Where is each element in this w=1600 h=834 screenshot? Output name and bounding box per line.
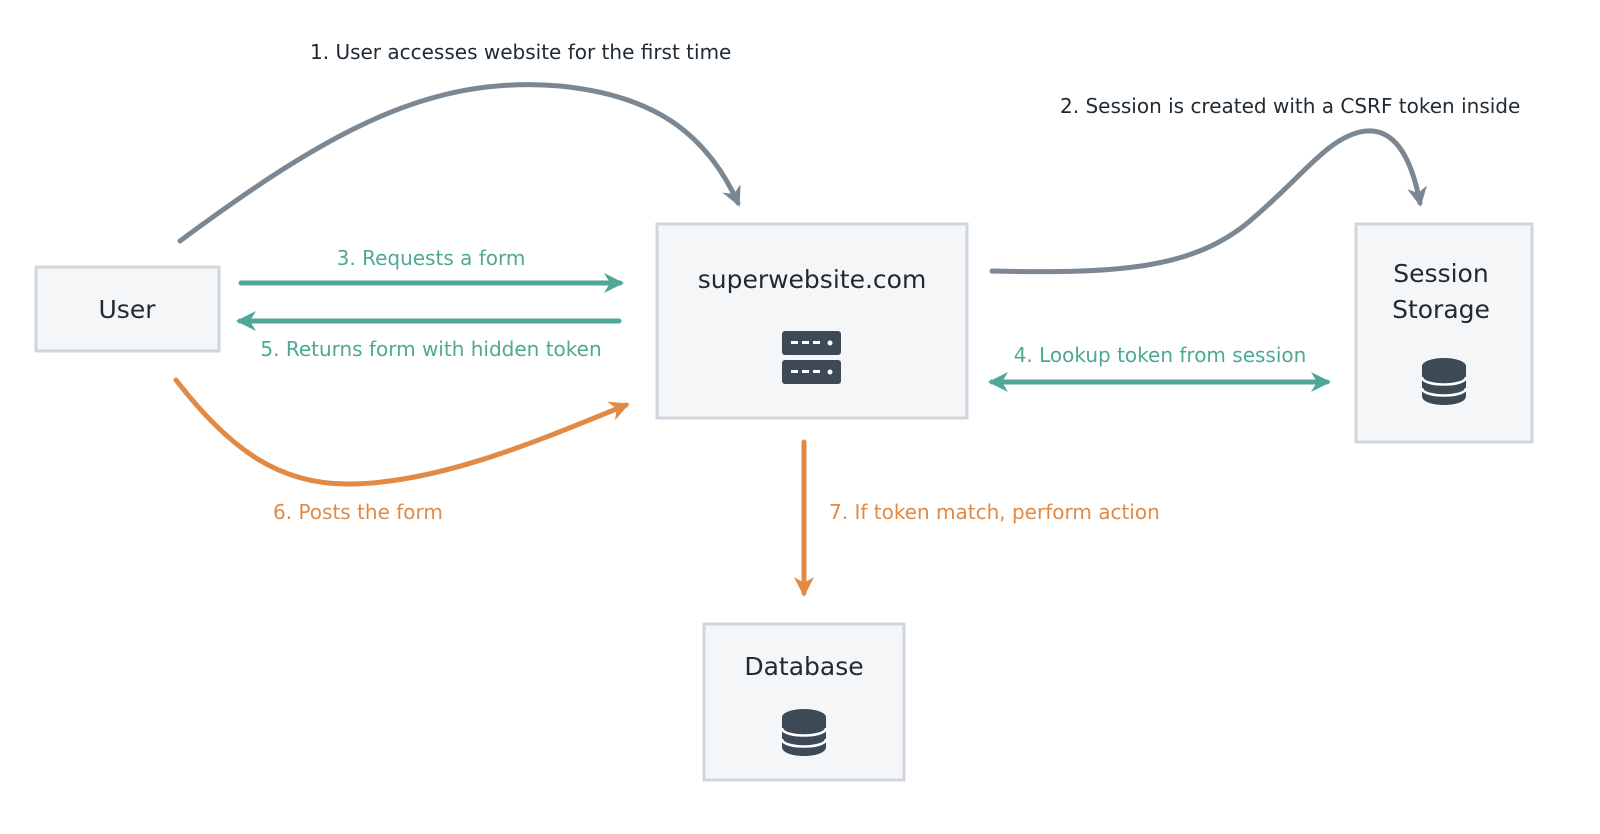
node-session-label-line1: Session — [1393, 259, 1488, 288]
edge-step-4-label: 4. Lookup token from session — [1014, 343, 1307, 367]
edge-step-6-label: 6. Posts the form — [273, 500, 443, 524]
node-user-label: User — [99, 295, 157, 324]
edge-step-3-label: 3. Requests a form — [337, 246, 526, 270]
node-session-label-line2: Storage — [1392, 295, 1490, 324]
edge-step-1 — [177, 82, 741, 244]
edge-step-5-label: 5. Returns form with hidden token — [260, 337, 601, 361]
database-icon — [780, 709, 828, 756]
node-user: User — [34, 265, 221, 353]
edge-step-2-label: 2. Session is created with a CSRF token … — [1060, 94, 1520, 118]
database-icon — [1420, 358, 1468, 405]
edge-step-2 — [989, 128, 1427, 275]
edge-step-7-label: 7. If token match, perform action — [829, 500, 1160, 524]
node-database-label: Database — [744, 652, 863, 681]
node-session-storage: Session Storage — [1354, 222, 1534, 444]
node-website-label: superwebsite.com — [698, 265, 927, 294]
node-website: superwebsite.com — [655, 222, 969, 420]
server-icon — [782, 331, 841, 384]
edge-step-6 — [173, 377, 630, 487]
edge-step-1-label: 1. User accesses website for the first t… — [310, 40, 731, 64]
node-database: Database — [702, 622, 906, 782]
